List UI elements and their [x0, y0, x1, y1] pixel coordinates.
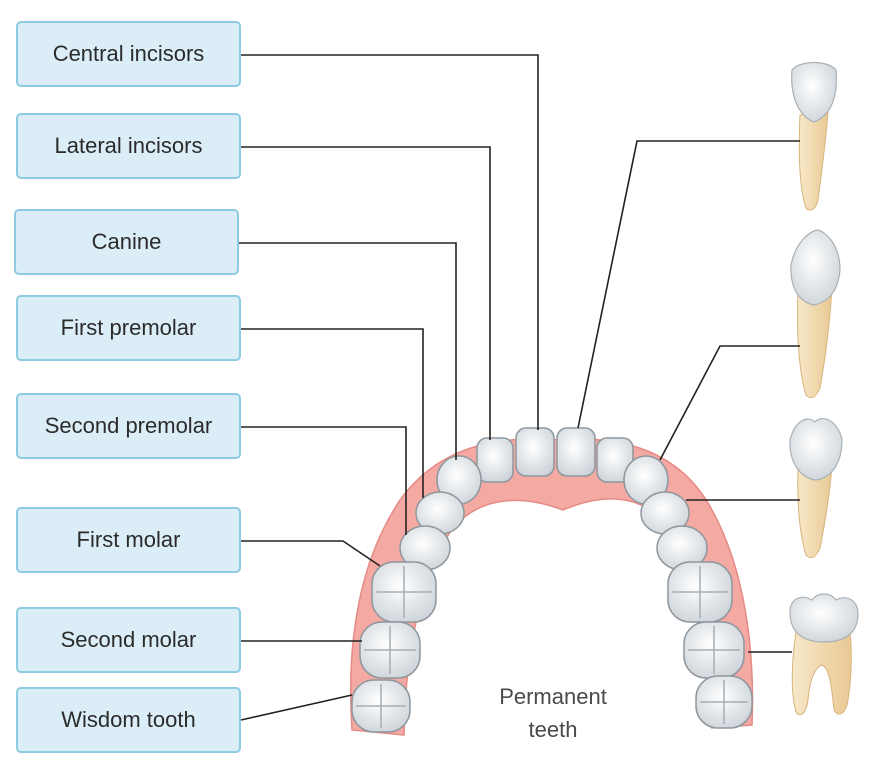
label-lateral-incisors: Lateral incisors: [16, 113, 241, 179]
molar-illustration: [789, 593, 859, 716]
molar-grooves: [356, 566, 748, 728]
leader-lines: [239, 54, 800, 721]
label-wisdom-tooth: Wisdom tooth: [16, 687, 241, 753]
caption-line-1: Permanent: [499, 684, 607, 709]
leader-wisdom-tooth: [240, 694, 353, 721]
premolar-illustration: [789, 418, 843, 559]
caption-line-2: teeth: [529, 717, 578, 742]
leader-second-premolar: [241, 426, 407, 535]
label-canine: Canine: [14, 209, 239, 275]
tooth-central-incisor-left: [515, 427, 555, 477]
leader-lateral-incisors: [241, 146, 491, 440]
tooth-central-incisor-right: [556, 427, 596, 477]
leader-right-incisor: [577, 140, 800, 429]
label-central-incisors: Central incisors: [16, 21, 241, 87]
leader-right-canine: [659, 345, 800, 461]
tooth-lateral-incisor-left: [476, 437, 514, 483]
teeth-arch: [351, 427, 753, 733]
label-second-premolar: Second premolar: [16, 393, 241, 459]
incisor-illustration: [791, 61, 837, 211]
leader-first-premolar: [241, 328, 424, 498]
label-first-molar: First molar: [16, 507, 241, 573]
label-second-molar: Second molar: [16, 607, 241, 673]
leader-central-incisors: [241, 54, 539, 430]
canine-illustration: [790, 229, 841, 399]
leader-first-molar: [241, 540, 381, 567]
leader-canine: [239, 242, 457, 460]
label-first-premolar: First premolar: [16, 295, 241, 361]
